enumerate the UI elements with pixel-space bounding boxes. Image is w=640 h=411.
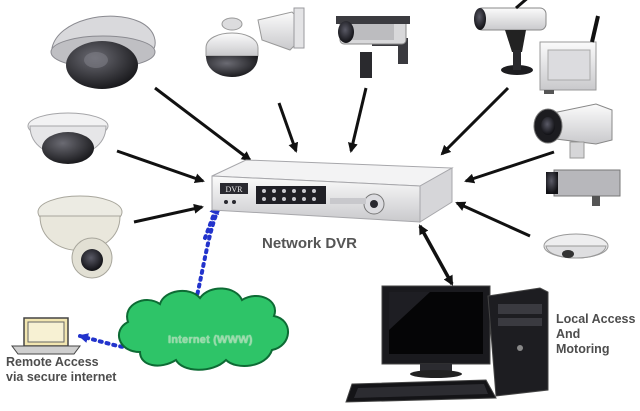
white-dome-camera-icon xyxy=(27,112,109,164)
monitor-icon xyxy=(381,285,491,378)
remote-access-line-1: Remote Access xyxy=(6,355,99,369)
remote-access-label: Remote Access via secure internet xyxy=(6,355,116,385)
dvr-badge-text: DVR xyxy=(226,185,244,194)
keyboard-icon xyxy=(345,379,497,403)
local-access-line-3: Motoring xyxy=(556,342,610,356)
pc-tower-icon xyxy=(487,287,549,397)
internet-label: Internet (WWW) xyxy=(168,333,253,348)
network-dvr-label-text: Network DVR xyxy=(262,235,358,252)
ir-camera-icon xyxy=(533,103,613,159)
arrow-wireless-camera xyxy=(440,86,510,156)
wireless-receiver-icon xyxy=(539,15,600,94)
arrow-dome-top-left xyxy=(154,86,252,162)
arrow-ceiling-camera xyxy=(455,201,531,238)
wireless-camera-icon xyxy=(474,0,547,75)
arrow-round-dome xyxy=(133,203,204,224)
arrow-ir-camera xyxy=(464,150,555,184)
arrow-white-dome xyxy=(116,149,205,184)
internet-cloud-icon xyxy=(117,287,289,371)
local-access-line-2: And xyxy=(556,327,581,341)
bullet-camera-icon xyxy=(336,16,410,78)
laptop-icon xyxy=(11,317,81,355)
internet-label-text: Internet (WWW) xyxy=(168,334,253,346)
box-camera-icon xyxy=(546,169,621,206)
round-dome-camera-icon xyxy=(37,195,123,279)
local-access-label: Local Access And Motoring xyxy=(556,312,635,357)
dome-camera-icon xyxy=(50,15,156,89)
dvr-recorder-icon: DVR xyxy=(211,159,454,223)
local-access-line-1: Local Access xyxy=(556,312,636,326)
arrow-ptz-camera xyxy=(277,102,299,153)
remote-access-line-2: via secure internet xyxy=(6,370,117,384)
network-dvr-label: Network DVR xyxy=(262,236,357,251)
arrow-dvr-computer xyxy=(418,224,454,286)
dvr-badge-plate xyxy=(220,183,248,194)
dotted-remote-link-head xyxy=(203,204,219,240)
arrow-bullet-camera xyxy=(347,87,368,153)
ptz-camera-icon xyxy=(205,7,305,77)
ceiling-camera-icon xyxy=(543,233,609,259)
